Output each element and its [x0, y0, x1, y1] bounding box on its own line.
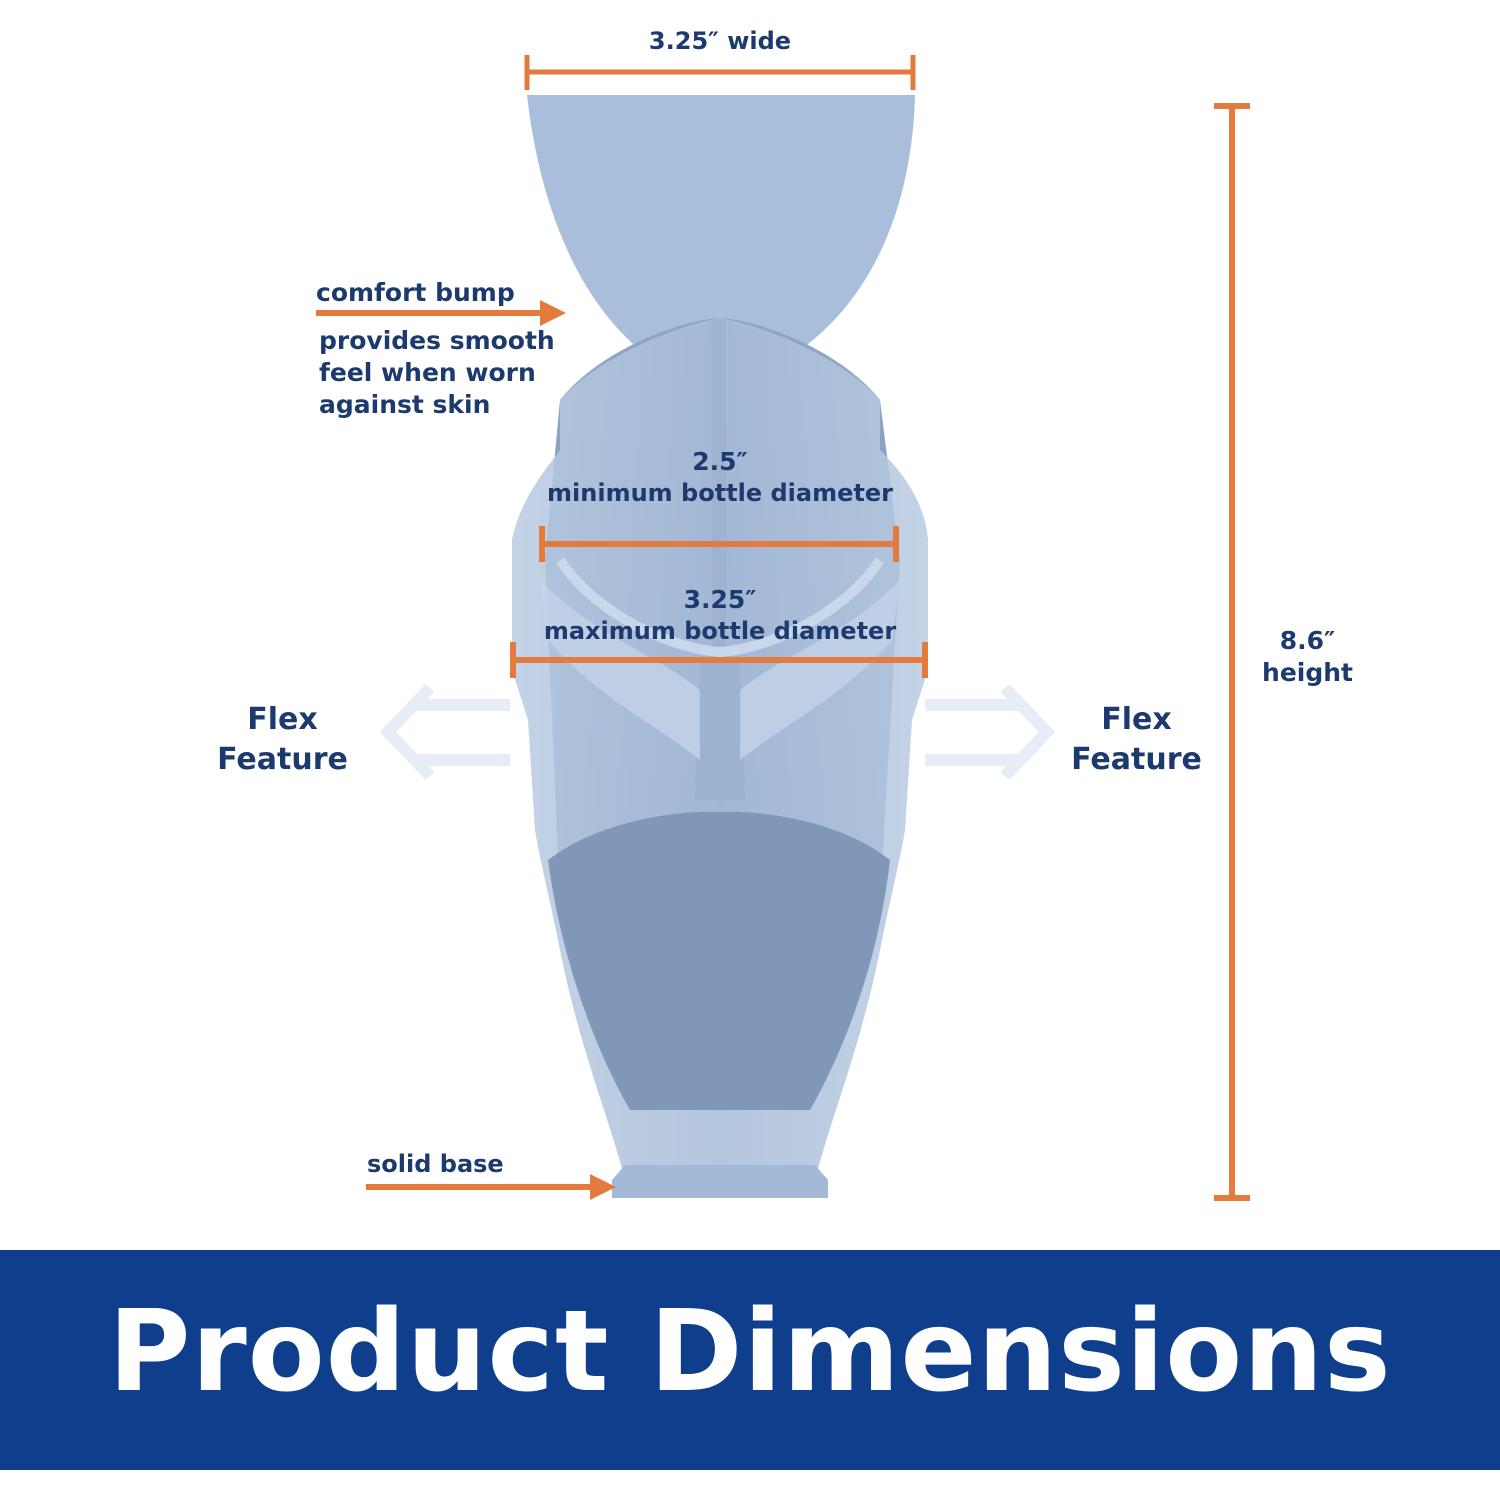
height-value-label: 8.6″ [1279, 626, 1336, 655]
comfort-bump-desc-line-2: feel when worn [319, 358, 536, 387]
title-banner [0, 1250, 1500, 1470]
max-diameter-label: maximum bottle diameter [543, 617, 897, 645]
top-width-label: 3.25″ wide [648, 27, 792, 55]
comfort-bump-desc-line-1: provides smooth [319, 326, 555, 355]
flex-arrow-left-icon [379, 683, 510, 781]
height-word-label: height [1262, 658, 1353, 687]
solid-base-arrow-icon [366, 1174, 616, 1200]
banner-title: Product Dimensions [108, 1287, 1392, 1417]
bottle-holder-body [512, 95, 928, 1198]
width-dimension-line [524, 55, 916, 90]
min-diameter-label: minimum bottle diameter [547, 479, 893, 507]
flex-feature-left-line-1: Flex [247, 702, 318, 737]
flex-arrow-right-icon [925, 683, 1056, 781]
max-diameter-value: 3.25″ [683, 585, 757, 614]
comfort-bump-title: comfort bump [316, 278, 515, 307]
flex-feature-right-line-1: Flex [1101, 702, 1172, 737]
min-diameter-dimension-line [539, 526, 899, 562]
solid-base-label: solid base [367, 1150, 504, 1178]
product-illustration [316, 55, 1250, 1201]
height-dimension-line [1214, 103, 1250, 1201]
comfort-bump-arrow-icon [316, 300, 566, 326]
flex-feature-right-line-2: Feature [1071, 742, 1202, 777]
max-diameter-dimension-line [510, 642, 928, 678]
flex-feature-left-line-2: Feature [217, 742, 348, 777]
min-diameter-value: 2.5″ [692, 447, 748, 476]
comfort-bump-desc-line-3: against skin [319, 390, 491, 419]
